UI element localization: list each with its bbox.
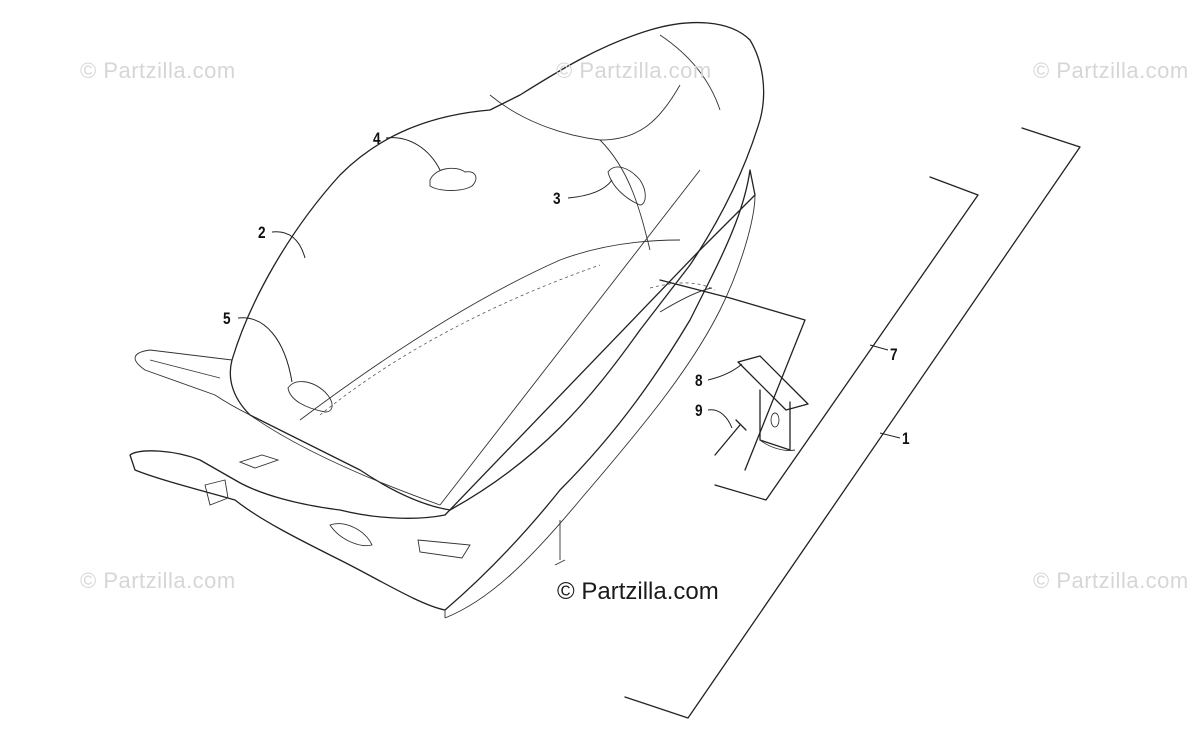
watermark-bottom-left: © Partzilla.com [80,568,236,593]
callout-9: 9 [695,401,703,420]
leader-1 [879,432,901,439]
callout-5: 5 [223,309,231,328]
leader-5 [237,317,293,383]
bracket-1 [624,127,1081,719]
leader-3 [567,179,613,199]
callout-7: 7 [890,345,898,364]
callout-8: 8 [695,371,703,390]
panel-4-patch [429,167,477,191]
leader-9 [707,409,733,429]
mounting-bracket-8 [737,355,809,451]
panel-3-patch [607,166,646,206]
leader-8 [707,363,743,381]
bracket-7 [714,176,979,501]
leader-7 [869,344,889,351]
leader-4 [385,137,441,171]
callout-3: 3 [553,189,561,208]
callout-1: 1 [902,429,910,448]
bracket-hardware [659,279,806,471]
leader-2 [271,231,306,259]
screw-9 [714,419,747,456]
watermark-top-left: © Partzilla.com [80,58,236,83]
watermark-bottom-right: © Partzilla.com [1033,568,1189,593]
callout-4: 4 [373,129,381,148]
watermark-top-right: © Partzilla.com [1033,58,1189,83]
panel-5-patch [287,381,333,413]
seat-base [129,169,756,619]
seat-cushion [134,22,765,511]
callout-2: 2 [258,223,266,242]
watermark-center: © Partzilla.com [557,578,719,605]
watermark-top-center: © Partzilla.com [556,58,712,83]
